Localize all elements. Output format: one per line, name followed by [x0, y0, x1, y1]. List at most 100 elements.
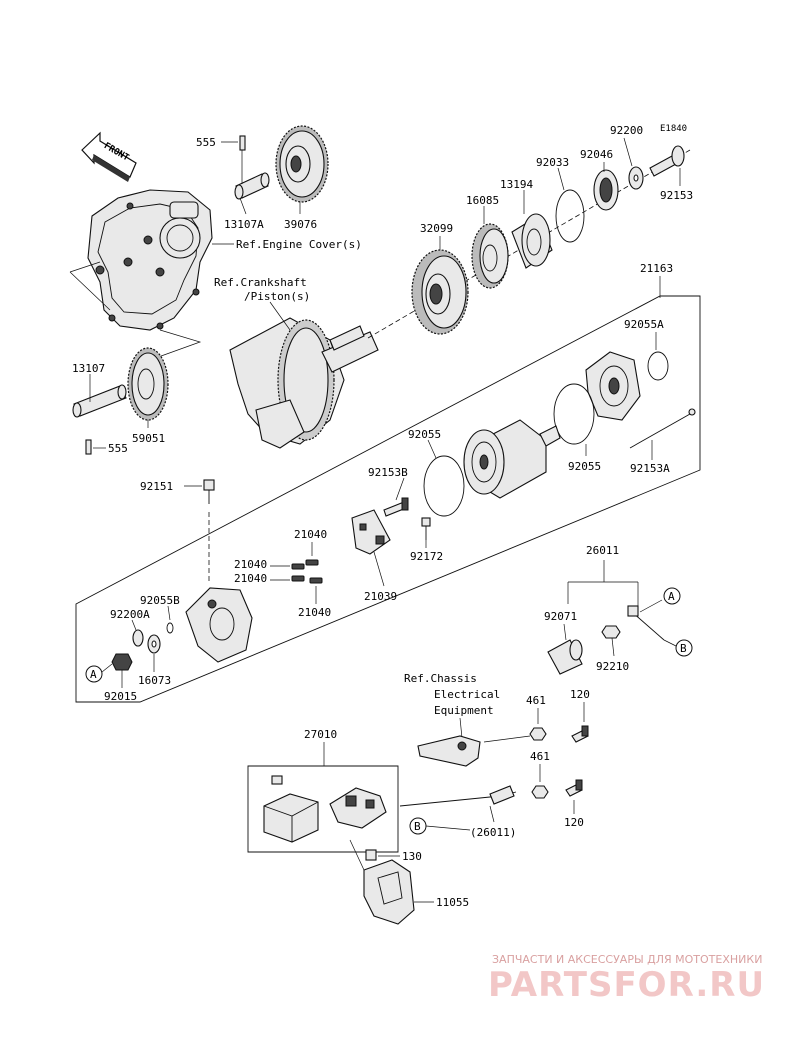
svg-text:92200A: 92200A — [110, 608, 150, 621]
starter-clutch-32099 — [411, 249, 469, 335]
dowel-pin-555-bottom — [85, 439, 92, 455]
svg-text:92055B: 92055B — [140, 594, 180, 607]
gear-16085 — [471, 223, 509, 289]
starter-relay-27010 — [263, 775, 387, 843]
ref-engine-cover-label: Ref.Engine Cover(s) — [236, 238, 362, 251]
cable-26011 — [627, 605, 665, 641]
svg-text:16085: 16085 — [466, 194, 499, 207]
svg-text:39076: 39076 — [284, 218, 317, 231]
washer-92200 — [628, 166, 644, 190]
washer-16073 — [147, 634, 161, 654]
svg-text:120: 120 — [564, 816, 584, 829]
o-ring-92055-left — [423, 455, 465, 517]
bolt-120-top — [571, 725, 589, 743]
bearing-92046 — [593, 169, 619, 211]
svg-text:A: A — [668, 590, 675, 603]
svg-text:92055: 92055 — [568, 460, 601, 473]
shaft-13107 — [72, 384, 127, 418]
svg-text:21040: 21040 — [234, 572, 267, 585]
svg-text:13194: 13194 — [500, 178, 533, 191]
svg-text:21040: 21040 — [294, 528, 327, 541]
nut-461-top — [529, 727, 547, 741]
svg-text:B: B — [414, 820, 421, 833]
gear-59051 — [127, 347, 169, 421]
svg-text:13107: 13107 — [72, 362, 105, 375]
callout-a-left: A — [85, 665, 103, 683]
svg-text:92046: 92046 — [580, 148, 613, 161]
front-arrow-icon: FRONT — [81, 131, 137, 182]
dowel-pin-555-top — [239, 135, 246, 151]
svg-text:27010: 27010 — [304, 728, 337, 741]
svg-text:461: 461 — [526, 694, 546, 707]
svg-text:92153: 92153 — [660, 189, 693, 202]
washer-92200A — [132, 629, 144, 647]
svg-text:Ref.Chassis: Ref.Chassis — [404, 672, 477, 685]
svg-text:B: B — [680, 642, 687, 655]
end-cover — [585, 351, 641, 421]
gear-39076 — [275, 125, 329, 203]
svg-text:461: 461 — [530, 750, 550, 763]
svg-text:/Piston(s): /Piston(s) — [244, 290, 310, 303]
shaft-13107A — [234, 172, 270, 200]
o-ring-92055B — [166, 622, 174, 634]
svg-text:16073: 16073 — [138, 674, 171, 687]
svg-text:Ref.Crankshaft: Ref.Crankshaft — [214, 276, 307, 289]
svg-text:92153B: 92153B — [368, 466, 408, 479]
svg-text:13107A: 13107A — [224, 218, 264, 231]
front-bracket — [185, 587, 253, 663]
svg-text:(26011): (26011) — [470, 826, 516, 839]
svg-text:59051: 59051 — [132, 432, 165, 445]
svg-text:A: A — [90, 668, 97, 681]
svg-text:130: 130 — [402, 850, 422, 863]
svg-text:21040: 21040 — [234, 558, 267, 571]
callout-b-right: B — [675, 639, 693, 657]
svg-text:555: 555 — [196, 136, 216, 149]
svg-text:21040: 21040 — [298, 606, 331, 619]
bolt-92153A — [629, 408, 696, 449]
crankshaft — [229, 317, 379, 449]
engine-cover — [87, 189, 213, 331]
svg-text:92151: 92151 — [140, 480, 173, 493]
bolt-92151 — [203, 479, 215, 504]
callout-b-bottom: B — [409, 817, 427, 835]
diagram-code: E1840 — [660, 124, 687, 134]
svg-text:92055A: 92055A — [624, 318, 664, 331]
svg-text:21039: 21039 — [364, 590, 397, 603]
svg-text:11055: 11055 — [436, 896, 469, 909]
screw-92153B — [383, 497, 409, 517]
starter-motor-body — [463, 419, 561, 499]
svg-text:92200: 92200 — [610, 124, 643, 137]
svg-text:92055: 92055 — [408, 428, 441, 441]
svg-text:92210: 92210 — [596, 660, 629, 673]
o-ring-92055-right — [553, 383, 595, 445]
callout-a-right: A — [663, 587, 681, 605]
watermark-brand: PARTSFOR.RU — [488, 965, 765, 1005]
bolt-92153 — [649, 145, 685, 177]
brush-holder-21039 — [351, 509, 391, 555]
cable-26011-lower — [399, 785, 517, 807]
svg-text:21163: 21163 — [640, 262, 673, 275]
chassis-bracket — [417, 735, 481, 767]
svg-text:92033: 92033 — [536, 156, 569, 169]
svg-text:92071: 92071 — [544, 610, 577, 623]
svg-text:555: 555 — [108, 442, 128, 455]
svg-text:120: 120 — [570, 688, 590, 701]
svg-text:92153A: 92153A — [630, 462, 670, 475]
svg-text:Equipment: Equipment — [434, 704, 494, 717]
circlip-92033 — [555, 189, 585, 243]
relay-assembly-frame — [247, 765, 399, 853]
svg-text:32099: 32099 — [420, 222, 453, 235]
bracket-11055 — [363, 859, 415, 925]
brushes-21040 — [291, 559, 323, 584]
svg-text:26011: 26011 — [586, 544, 619, 557]
watermark-tagline: ЗАПЧАСТИ И АКСЕССУАРЫ ДЛЯ МОТОТЕХНИКИ — [492, 953, 762, 966]
nut-92015 — [111, 653, 133, 671]
svg-text:92015: 92015 — [104, 690, 137, 703]
svg-text:92172: 92172 — [410, 550, 443, 563]
svg-text:Electrical: Electrical — [434, 688, 500, 701]
bolt-120-bottom — [565, 779, 583, 797]
bolt-130 — [365, 849, 377, 861]
nut-461-bottom — [531, 785, 549, 799]
cap-92071 — [547, 639, 583, 675]
